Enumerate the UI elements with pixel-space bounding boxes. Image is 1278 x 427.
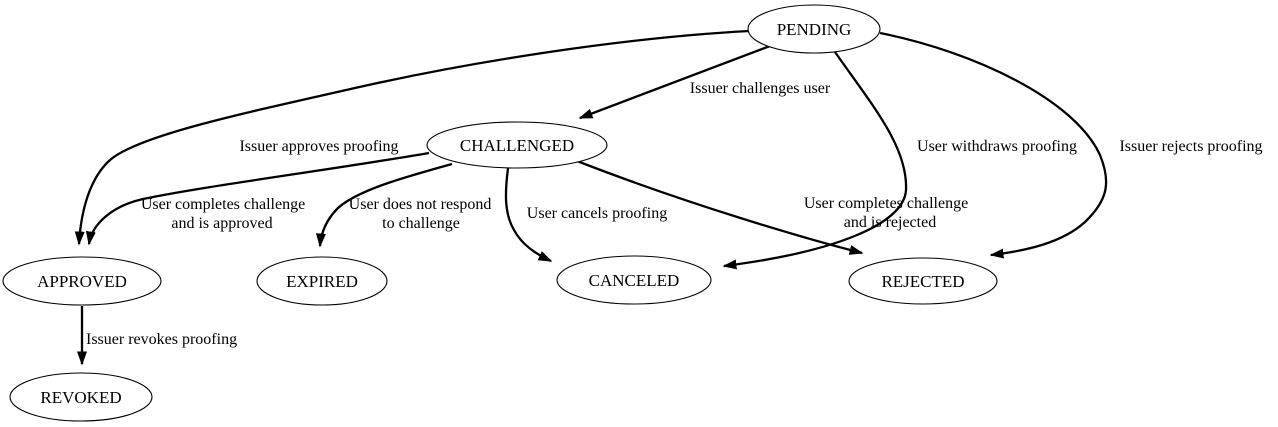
state-node-canceled: CANCELED (556, 255, 712, 305)
state-node-revoked: REVOKED (9, 372, 153, 422)
state-label-revoked: REVOKED (40, 388, 121, 407)
edge-label-issuer-revokes-proofing: Issuer revokes proofing (86, 331, 237, 348)
edge-label-issuer-approves-proofing: Issuer approves proofing (239, 138, 398, 155)
edge-label-completes-challenge-rejected-line2: and is rejected (844, 214, 936, 231)
edge-labels-layer: Issuer challenges user Issuer approves p… (86, 80, 1263, 348)
edge-label-completes-challenge-rejected-line1: User completes challenge (804, 195, 968, 212)
state-ellipse-canceled (556, 255, 712, 305)
edge-label-user-cancels-proofing: User cancels proofing (527, 205, 667, 222)
edge-label-issuer-challenges-user: Issuer challenges user (690, 80, 831, 97)
edge-label-user-withdraws-proofing: User withdraws proofing (917, 138, 1077, 155)
state-node-pending: PENDING (747, 4, 881, 54)
edge-pending-challenged (578, 44, 771, 120)
edge-challenged-expired (315, 162, 453, 248)
state-label-pending: PENDING (777, 20, 852, 39)
state-ellipse-challenged (426, 121, 608, 169)
edge-pending-canceled (722, 51, 908, 270)
state-label-challenged: CHALLENGED (460, 136, 574, 155)
edge-label-does-not-respond-line1: User does not respond (349, 196, 492, 213)
state-node-approved: APPROVED (2, 256, 162, 306)
state-node-rejected: REJECTED (848, 257, 998, 305)
state-node-challenged: CHALLENGED (426, 121, 608, 169)
edge-label-does-not-respond-line2: to challenge (382, 215, 460, 232)
state-ellipse-revoked (9, 372, 153, 422)
edge-pending-approved (74, 29, 750, 246)
state-ellipse-expired (256, 256, 388, 306)
edge-pending-rejected (879, 31, 1108, 259)
state-label-rejected: REJECTED (881, 272, 964, 291)
nodes-layer: PENDING CHALLENGED APPROVED EXPIRED CANC… (2, 4, 998, 422)
state-label-approved: APPROVED (37, 272, 127, 291)
edge-challenged-rejected (576, 159, 864, 255)
state-ellipse-rejected (848, 257, 998, 305)
edge-label-completes-challenge-approved-line1: User completes challenge (141, 196, 305, 213)
state-label-expired: EXPIRED (286, 272, 358, 291)
state-ellipse-approved (2, 256, 162, 306)
edges-layer (74, 29, 1108, 366)
edge-label-completes-challenge-approved-line2: and is approved (171, 215, 272, 232)
state-label-canceled: CANCELED (589, 271, 680, 290)
state-ellipse-pending (747, 4, 881, 54)
state-node-expired: EXPIRED (256, 256, 388, 306)
edge-challenged-canceled (504, 167, 553, 263)
edge-label-issuer-rejects-proofing: Issuer rejects proofing (1119, 138, 1262, 155)
edge-challenged-approved (85, 151, 430, 246)
